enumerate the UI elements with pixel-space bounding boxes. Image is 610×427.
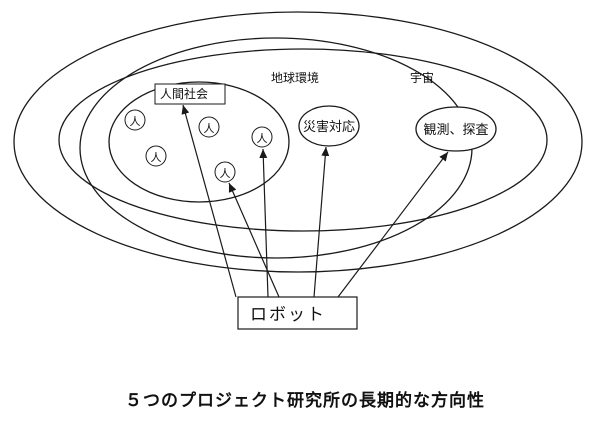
universe-label: 宇宙	[410, 70, 434, 85]
society-ellipse	[108, 81, 290, 203]
observation-label: 観測、探査	[423, 123, 488, 138]
person-node-3: 人	[145, 145, 167, 167]
svg-text:人: 人	[130, 115, 141, 128]
society-label: 人間社会	[160, 86, 208, 101]
person-node-4: 人	[251, 126, 273, 148]
disaster-ellipse	[298, 105, 360, 147]
arrow-to-person-5	[228, 182, 280, 298]
disaster-label: 災害対応	[303, 119, 355, 135]
diagram-caption: ５つのプロジェクト研究所の長期的な方向性	[125, 391, 485, 411]
arrow-to-society	[181, 104, 237, 298]
robot-label: ロボット	[250, 305, 326, 325]
arrow-to-person-4	[259, 148, 269, 298]
person-node-2: 人	[198, 116, 220, 138]
svg-text:人: 人	[220, 167, 231, 180]
arrow-to-observation	[337, 151, 449, 298]
arrow-to-disaster	[313, 146, 330, 298]
society-label-box	[154, 83, 226, 105]
svg-text:人: 人	[151, 151, 162, 164]
person-node-1: 人	[124, 109, 146, 131]
environment-ellipse	[58, 48, 548, 232]
universe-ellipse-outer	[13, 11, 583, 273]
environment-label: 地球環境	[271, 70, 319, 85]
robot-box	[237, 296, 358, 330]
svg-text:人: 人	[257, 132, 268, 145]
person-node-5: 人	[214, 161, 236, 183]
observation-ellipse	[415, 106, 497, 152]
svg-text:人: 人	[204, 122, 215, 135]
